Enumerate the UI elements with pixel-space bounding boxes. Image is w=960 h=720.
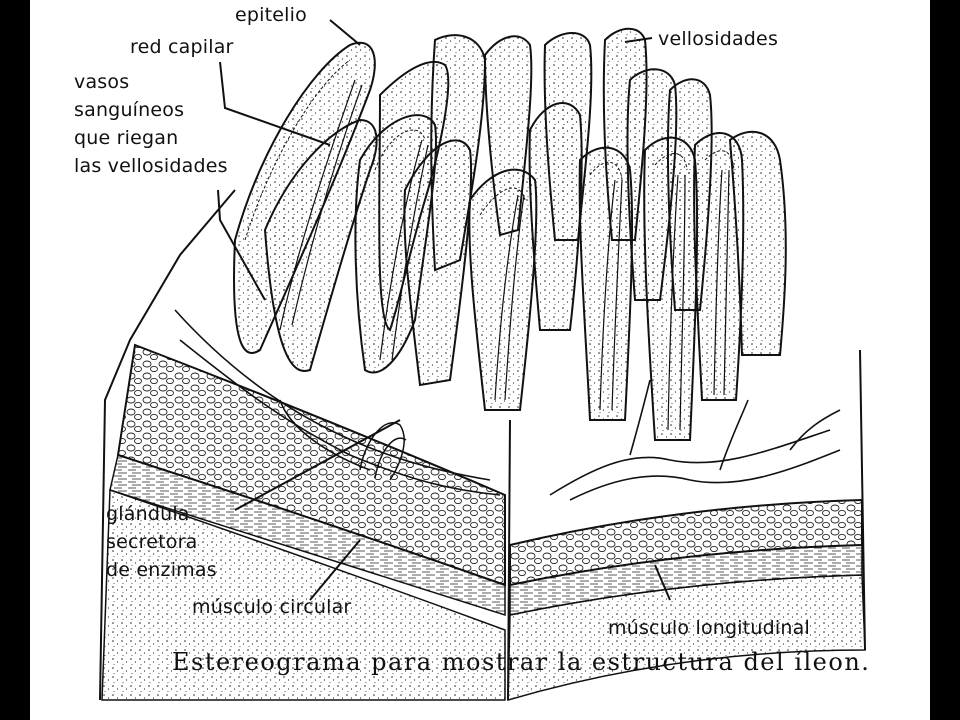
label-red-capilar: red capilar xyxy=(130,36,234,58)
figure-frame: epitelio red capilar vasos sanguíneos qu… xyxy=(30,0,930,720)
ileum-stereogram-diagram xyxy=(99,19,866,702)
label-glandula: glándula secretora de enzimas xyxy=(106,503,217,581)
figure-caption: Estereograma para mostrar la estructura … xyxy=(172,648,871,676)
right-muscle-layers xyxy=(507,498,866,702)
leader-lines xyxy=(217,19,671,601)
left-muscle-layers xyxy=(101,343,506,701)
label-epitelio: epitelio xyxy=(235,4,307,26)
label-musculo-circular: músculo circular xyxy=(192,596,352,618)
villi xyxy=(233,27,787,441)
label-vellosidades: vellosidades xyxy=(658,28,779,50)
epithelium-lines xyxy=(244,59,735,241)
label-vasos-sanguineos: vasos sanguíneos que riegan las vellosid… xyxy=(74,71,228,177)
capillary-networks xyxy=(279,79,730,431)
label-musculo-longitudinal: músculo longitudinal xyxy=(608,617,810,639)
glands xyxy=(359,422,407,481)
submucosal-vessels xyxy=(174,309,841,501)
